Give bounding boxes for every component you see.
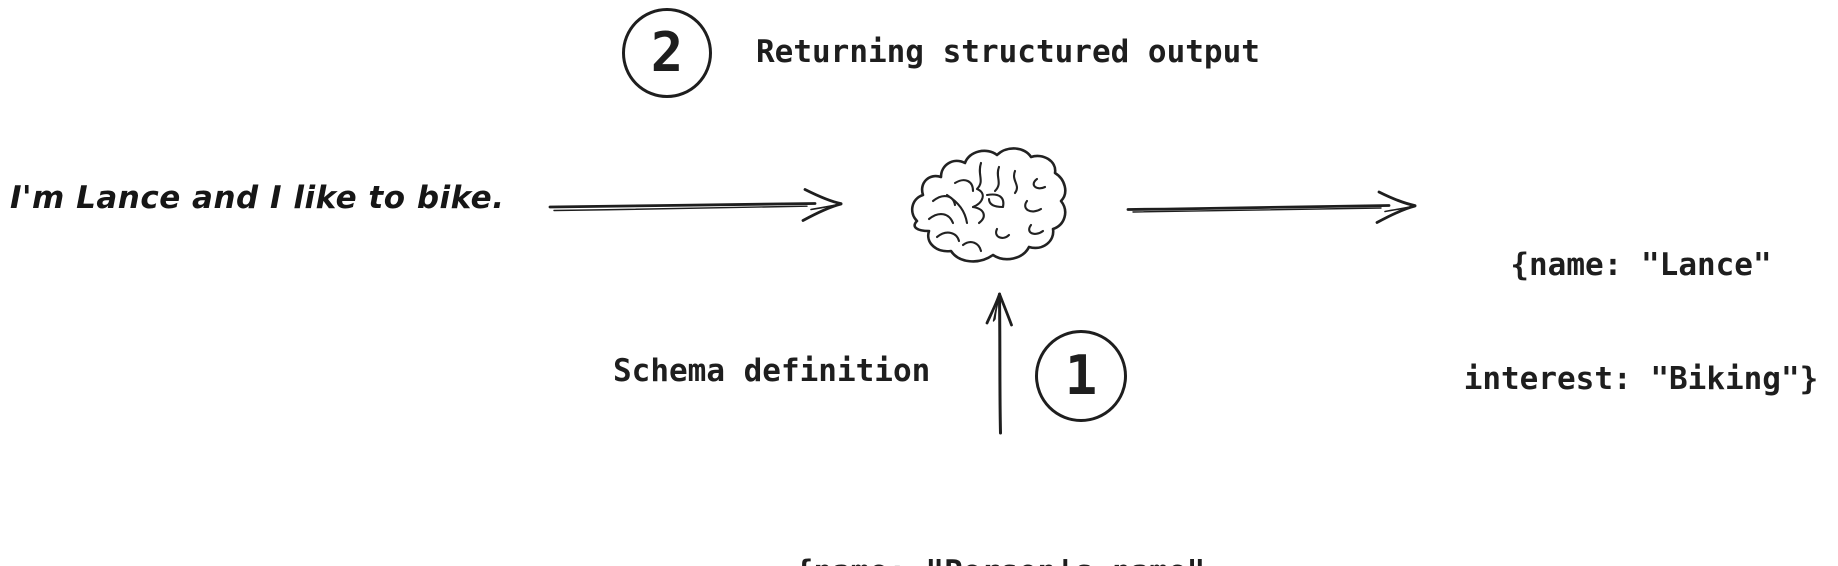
- schema-to-llm-arrow: [980, 289, 1020, 437]
- input-to-llm-arrow: [545, 186, 850, 228]
- output-line-2: interest: "Biking"}: [1463, 361, 1819, 397]
- output-line-1: {name: "Lance": [1510, 247, 1772, 283]
- brain-icon: [903, 141, 1075, 279]
- schema-line-1: {name: "Person's name": [700, 553, 1300, 566]
- step-2-label: Returning structured output: [756, 34, 1260, 70]
- llm-to-output-arrow: [1123, 188, 1423, 230]
- input-message-text: I'm Lance and I like to bike.: [10, 180, 505, 216]
- structured-output-text: {name: "Lance" interest: "Biking"}: [1441, 170, 1838, 474]
- step-1-number: 1: [1064, 344, 1098, 407]
- schema-definition-text: {name: "Person's name" interest: "Person…: [700, 477, 1300, 566]
- schema-definition-label: Schema definition: [613, 353, 931, 389]
- step-2-number: 2: [650, 21, 684, 84]
- step-2-badge: 2: [622, 8, 712, 98]
- step-1-badge: 1: [1035, 330, 1127, 422]
